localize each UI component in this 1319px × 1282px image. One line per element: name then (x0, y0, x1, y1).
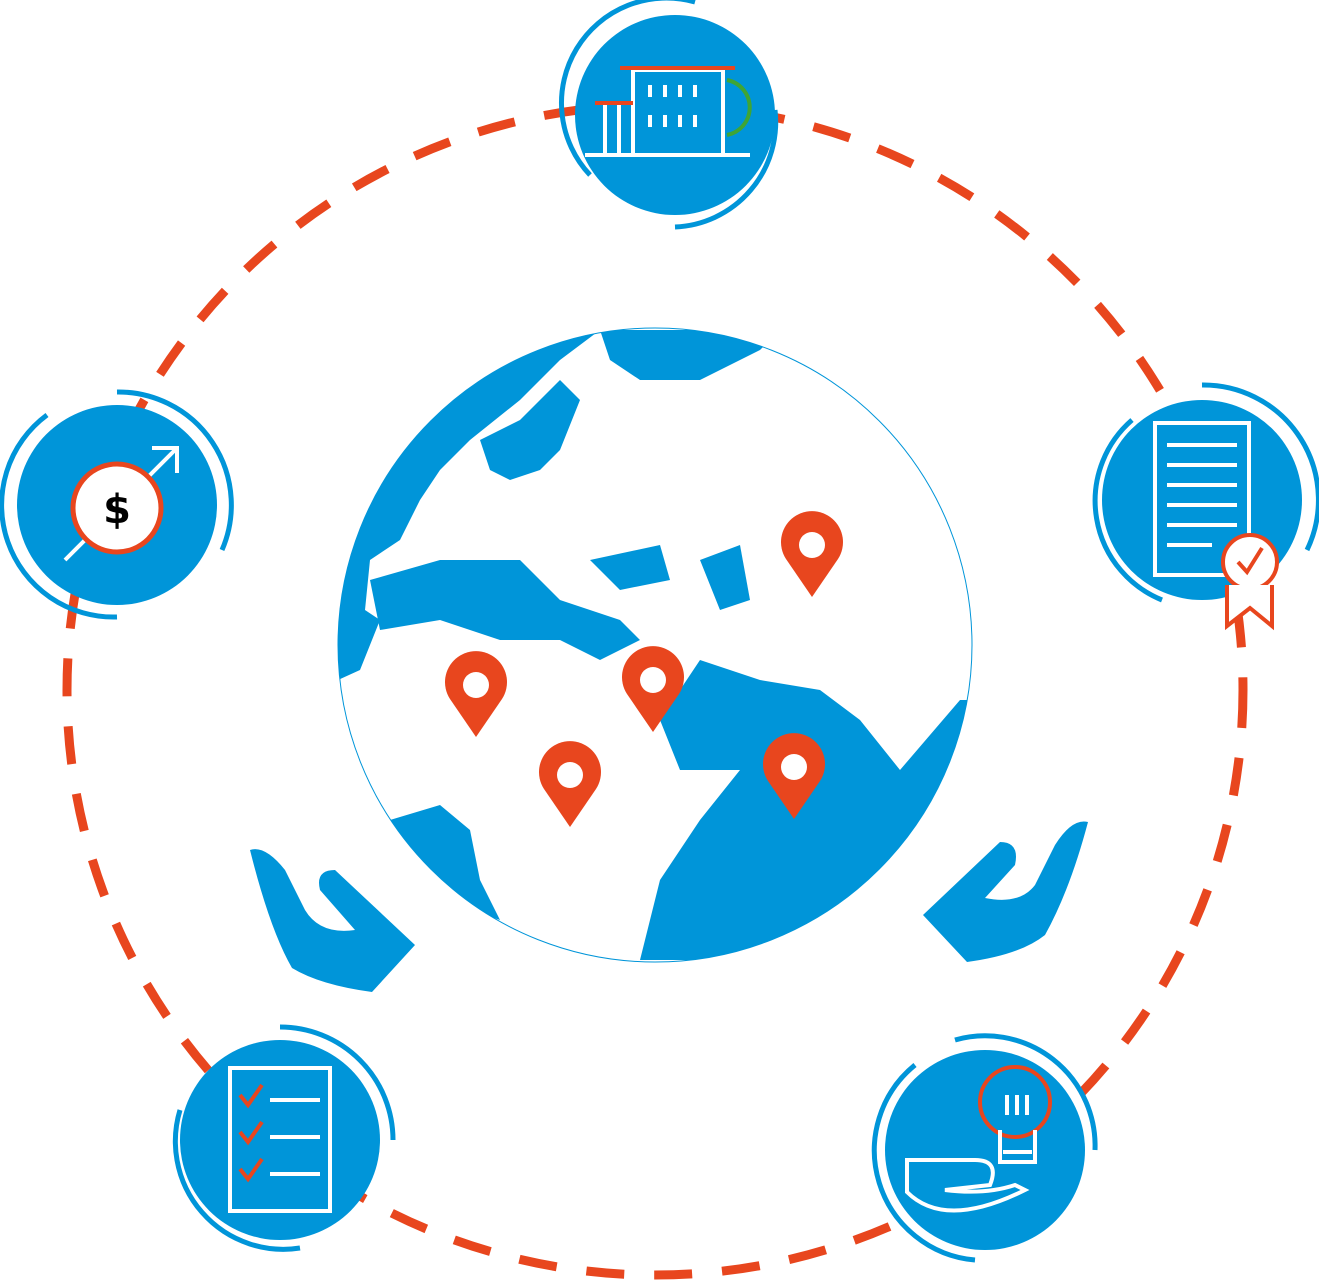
checklist-icon (228, 1066, 332, 1213)
node-certificate[interactable] (1092, 382, 1319, 631)
location-pins (445, 511, 843, 827)
node-idea[interactable] (871, 1033, 1098, 1263)
dashed-orbit (62, 100, 1248, 1280)
node-checklist[interactable] (172, 1024, 396, 1252)
lightbulb-hand-icon (905, 1065, 1052, 1213)
map-pin-icon (539, 741, 601, 827)
node-finance[interactable]: $ (0, 389, 234, 620)
map-pin-icon (445, 651, 507, 737)
map-pin-icon (781, 511, 843, 597)
node-factory[interactable] (559, 0, 779, 230)
left-hand-icon (250, 849, 415, 992)
globe-icon (337, 327, 973, 963)
right-hand-icon (923, 821, 1088, 962)
map-pin-icon (622, 646, 684, 732)
dollar-symbol: $ (103, 487, 131, 533)
map-pin-icon (763, 733, 825, 819)
certificate-icon (1153, 421, 1279, 631)
dollar-growth-icon: $ (63, 446, 179, 562)
factory-icon (585, 66, 752, 157)
